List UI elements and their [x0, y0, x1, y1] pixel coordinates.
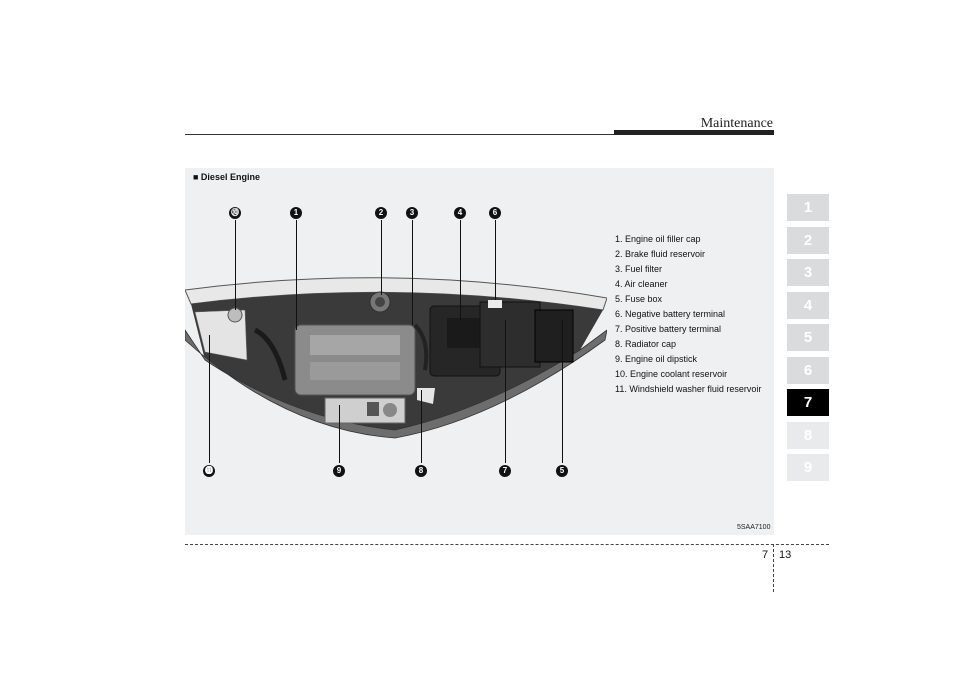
header-rule-accent	[614, 130, 774, 135]
leader-line	[339, 405, 340, 463]
callout-1: 1	[290, 207, 302, 219]
callout-6: 6	[489, 207, 501, 219]
leader-line	[412, 220, 413, 325]
chapter-tab-6[interactable]: 6	[787, 356, 829, 384]
callout-3: 3	[406, 207, 418, 219]
callout-11: ⓫	[203, 465, 215, 477]
header-rule	[185, 134, 773, 135]
legend-item: 10. Engine coolant reservoir	[615, 369, 728, 379]
footer-rule	[185, 544, 829, 545]
leader-line	[421, 390, 422, 463]
callout-9: 9	[333, 465, 345, 477]
legend-item: 5. Fuse box	[615, 294, 663, 304]
chapter-tab-7[interactable]: 7	[787, 389, 829, 416]
footer-divider	[773, 544, 774, 592]
footer-chapter-number: 7	[762, 549, 769, 561]
chapter-tabs: 1 2 3 4 5 6 7 8 9	[787, 194, 829, 487]
leader-line	[296, 220, 297, 330]
footer-page-number: 13	[779, 549, 792, 561]
leader-line	[460, 220, 461, 320]
legend-item: 8. Radiator cap	[615, 339, 677, 349]
callout-10: ⓾	[229, 207, 241, 219]
callout-5: 5	[556, 465, 568, 477]
chapter-tab-8[interactable]: 8	[787, 421, 829, 449]
callout-7: 7	[499, 465, 511, 477]
leader-line	[562, 320, 563, 463]
engine-bay-image	[185, 277, 607, 439]
figure-code: 5SAA7100	[737, 524, 771, 531]
chapter-tab-1[interactable]: 1	[787, 194, 829, 221]
leader-line	[495, 220, 496, 300]
figure-heading: ■ Diesel Engine	[193, 172, 260, 182]
legend-item: 2. Brake fluid reservoir	[615, 249, 706, 259]
legend-item: 1. Engine oil filler cap	[615, 234, 701, 244]
leader-line	[505, 320, 506, 463]
legend-item: 6. Negative battery terminal	[615, 309, 726, 319]
leader-line	[235, 220, 236, 310]
chapter-tab-4[interactable]: 4	[787, 291, 829, 319]
chapter-tab-9[interactable]: 9	[787, 454, 829, 481]
callout-4: 4	[454, 207, 466, 219]
parts-legend: 1. Engine oil filler cap 2. Brake fluid …	[615, 232, 761, 397]
callout-8: 8	[415, 465, 427, 477]
leader-line	[381, 220, 382, 295]
leader-line	[209, 335, 210, 463]
legend-item: 9. Engine oil dipstick	[615, 354, 698, 364]
legend-item: 3. Fuel filter	[615, 264, 663, 274]
legend-item: 7. Positive battery terminal	[615, 324, 722, 334]
chapter-tab-3[interactable]: 3	[787, 259, 829, 286]
chapter-tab-5[interactable]: 5	[787, 324, 829, 351]
callout-2: 2	[375, 207, 387, 219]
legend-item: 11. Windshield washer fluid reservoir	[615, 384, 762, 394]
section-title: Maintenance	[700, 116, 773, 131]
chapter-tab-2[interactable]: 2	[787, 226, 829, 254]
legend-item: 4. Air cleaner	[615, 279, 668, 289]
